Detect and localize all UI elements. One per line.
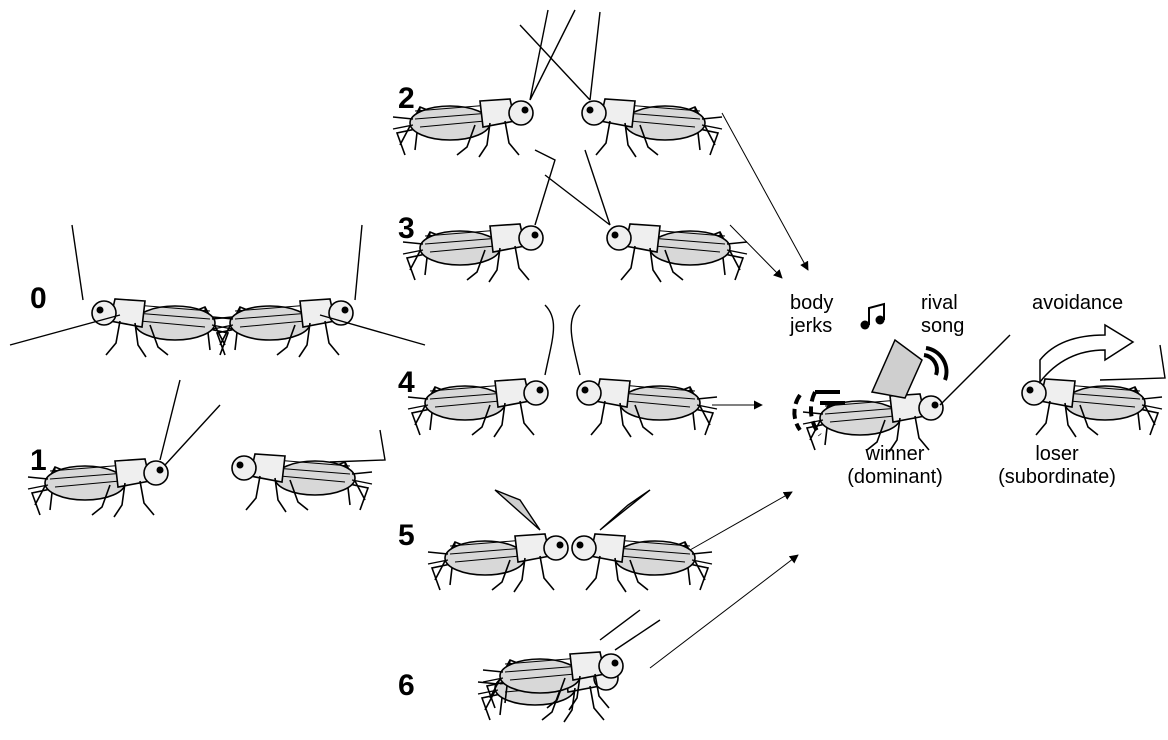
stage-label-6: 6 [398, 669, 415, 702]
arrow-from-5 [690, 492, 792, 550]
loser-label: loser [1035, 443, 1079, 465]
stage-label-0: 0 [30, 282, 47, 315]
arrow-from-2 [722, 113, 808, 270]
cricket-4a [408, 379, 548, 437]
stage-label-3: 3 [398, 212, 415, 245]
raised-wings-5 [495, 490, 650, 530]
rival-song-line-2: song [921, 315, 964, 337]
antennae-0 [10, 225, 425, 345]
avoidance-arrow-icon [1040, 325, 1133, 382]
cricket-pair-4 [408, 305, 717, 437]
cricket-pair-1 [28, 380, 385, 517]
winner-sublabel: (dominant) [847, 466, 943, 488]
winner-label: winner [865, 443, 925, 465]
stage-label-5: 5 [398, 519, 415, 552]
cricket-pair-0 [10, 225, 425, 357]
cricket-2b [582, 99, 722, 157]
cricket-pair-6 [478, 610, 660, 722]
cricket-0a [92, 299, 232, 357]
antennae-3 [535, 150, 610, 225]
avoidance-label: avoidance [1032, 292, 1123, 314]
stage-label-1: 1 [30, 444, 47, 477]
antennae-4 [545, 305, 580, 375]
loser-sublabel: (subordinate) [998, 466, 1116, 488]
cricket-5a [428, 534, 568, 592]
stage-label-2: 2 [398, 82, 415, 115]
cricket-5b [572, 534, 712, 592]
cricket-1b [232, 454, 372, 512]
cricket-4b [577, 379, 717, 437]
cricket-pair-3 [403, 150, 747, 282]
stage-label-4: 4 [398, 366, 415, 399]
cricket-pair-2 [393, 10, 722, 157]
body-jerks-line-1: body [790, 292, 833, 314]
body-jerks-line-2: jerks [789, 315, 832, 337]
cricket-1a [28, 459, 168, 517]
cricket-pair-5 [428, 490, 712, 592]
loser-body [1022, 379, 1162, 437]
antennae-2 [520, 10, 600, 100]
antennae-6 [600, 610, 660, 650]
cricket-3b [607, 224, 747, 282]
music-note-icon [861, 304, 885, 330]
winner-raised-wings [872, 340, 922, 398]
cricket-3a [403, 224, 543, 282]
cricket-0b [213, 299, 353, 357]
antennae-1 [160, 380, 385, 465]
rival-song-line-1: rival [921, 292, 958, 314]
winner-antenna [940, 335, 1010, 405]
